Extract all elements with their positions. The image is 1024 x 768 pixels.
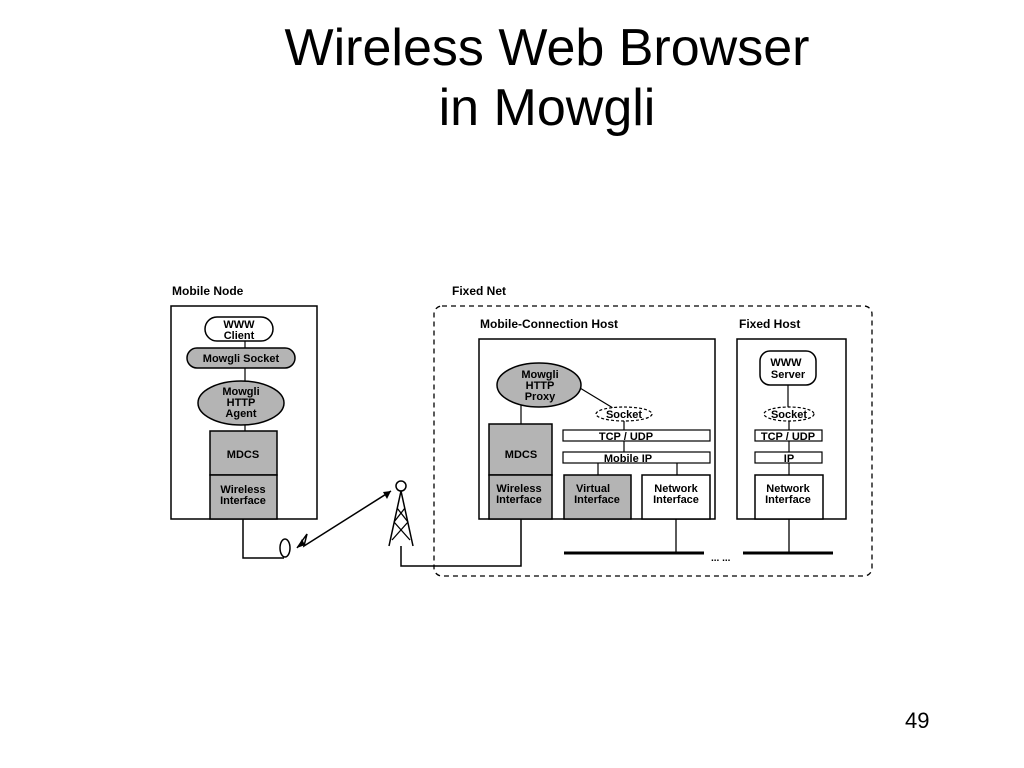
mowgli-http-agent-node: Mowgli HTTP Agent	[197, 380, 285, 426]
mobile-antenna-wire	[242, 519, 284, 559]
mdcs-mch-box: MDCS	[488, 423, 553, 476]
tower-to-mch-wire	[400, 519, 522, 567]
mowgli-socket-label: Mowgli Socket	[203, 353, 280, 365]
slide-title: Wireless Web Browser in Mowgli	[0, 18, 1024, 138]
title-line-2: in Mowgli	[438, 79, 656, 137]
mdcs-mch-label: MDCS	[505, 449, 537, 461]
wireless-if-mch-label-1: Wireless	[496, 483, 541, 495]
mch-mobile-ip-label: Mobile IP	[604, 453, 652, 465]
mobile-node-label: Mobile Node	[172, 284, 244, 298]
virtual-if-label-2: Interface	[574, 494, 620, 506]
virtual-if-label-1: Virtual	[576, 483, 610, 495]
mdcs-mobile-label: MDCS	[227, 449, 259, 461]
proxy-label-2: HTTP	[526, 380, 555, 392]
mdcs-mobile-box: MDCS	[209, 430, 278, 476]
wireless-if-mch-label-2: Interface	[496, 494, 542, 506]
wireless-if-mobile-label-1: Wireless	[220, 484, 265, 496]
proxy-label-1: Mowgli	[521, 369, 558, 381]
mowgli-socket-node: Mowgli Socket	[186, 347, 296, 369]
agent-label-3: Agent	[225, 408, 257, 420]
www-client-label-1: WWW	[223, 319, 255, 331]
www-server-label-2: Server	[771, 369, 806, 381]
mch-mobile-ip-layer: Mobile IP	[562, 451, 711, 465]
wireless-interface-mobile-box: Wireless Interface	[209, 474, 278, 520]
fixed-host-ip-label: IP	[784, 453, 794, 465]
mch-tcp-udp-label: TCP / UDP	[599, 431, 653, 443]
fixed-host-tcp-udp-label: TCP / UDP	[761, 431, 815, 443]
wireless-if-mobile-label-2: Interface	[220, 495, 266, 507]
mch-network-if-label-1: Network	[654, 483, 698, 495]
title-line-1: Wireless Web Browser	[284, 19, 810, 77]
antenna-tower-icon	[388, 480, 414, 547]
www-client-label-2: Client	[224, 330, 255, 342]
page-number: 49	[905, 708, 930, 733]
fixed-host-label: Fixed Host	[739, 317, 800, 331]
agent-label-1: Mowgli	[222, 386, 259, 398]
mch-network-if-label-2: Interface	[653, 494, 699, 506]
mch-socket-label: Socket	[606, 409, 642, 421]
fixed-host-socket-label: Socket	[771, 409, 807, 421]
radio-link-icon	[296, 490, 392, 549]
www-server-node: WWW Server	[759, 350, 817, 386]
mch-tcp-udp-layer: TCP / UDP	[562, 429, 711, 443]
fixed-host-network-interface-box: Network Interface	[754, 474, 824, 520]
mowgli-http-proxy-node: Mowgli HTTP Proxy	[496, 362, 582, 408]
fixed-host-network-if-label-2: Interface	[765, 494, 811, 506]
proxy-label-3: Proxy	[525, 391, 556, 403]
fixed-host-socket-node: Socket	[763, 406, 815, 422]
proxy-socket-link	[574, 384, 614, 409]
fixed-net-boundary	[433, 305, 873, 577]
fixed-host-network-if-label-1: Network	[766, 483, 810, 495]
network-ellipsis: ... ...	[711, 553, 731, 564]
mch-socket-node: Socket	[595, 406, 653, 422]
www-server-label-1: WWW	[770, 357, 802, 369]
fixed-net-label: Fixed Net	[452, 284, 506, 298]
www-client-node: WWW Client	[204, 316, 274, 342]
mch-label: Mobile-Connection Host	[480, 317, 618, 331]
mch-network-interface-box: Network Interface	[641, 474, 711, 520]
agent-label-2: HTTP	[227, 397, 256, 409]
mobile-antenna-icon	[279, 538, 291, 558]
virtual-interface-box: Virtual Interface	[563, 474, 632, 520]
wireless-interface-mch-box: Wireless Interface	[488, 474, 553, 520]
